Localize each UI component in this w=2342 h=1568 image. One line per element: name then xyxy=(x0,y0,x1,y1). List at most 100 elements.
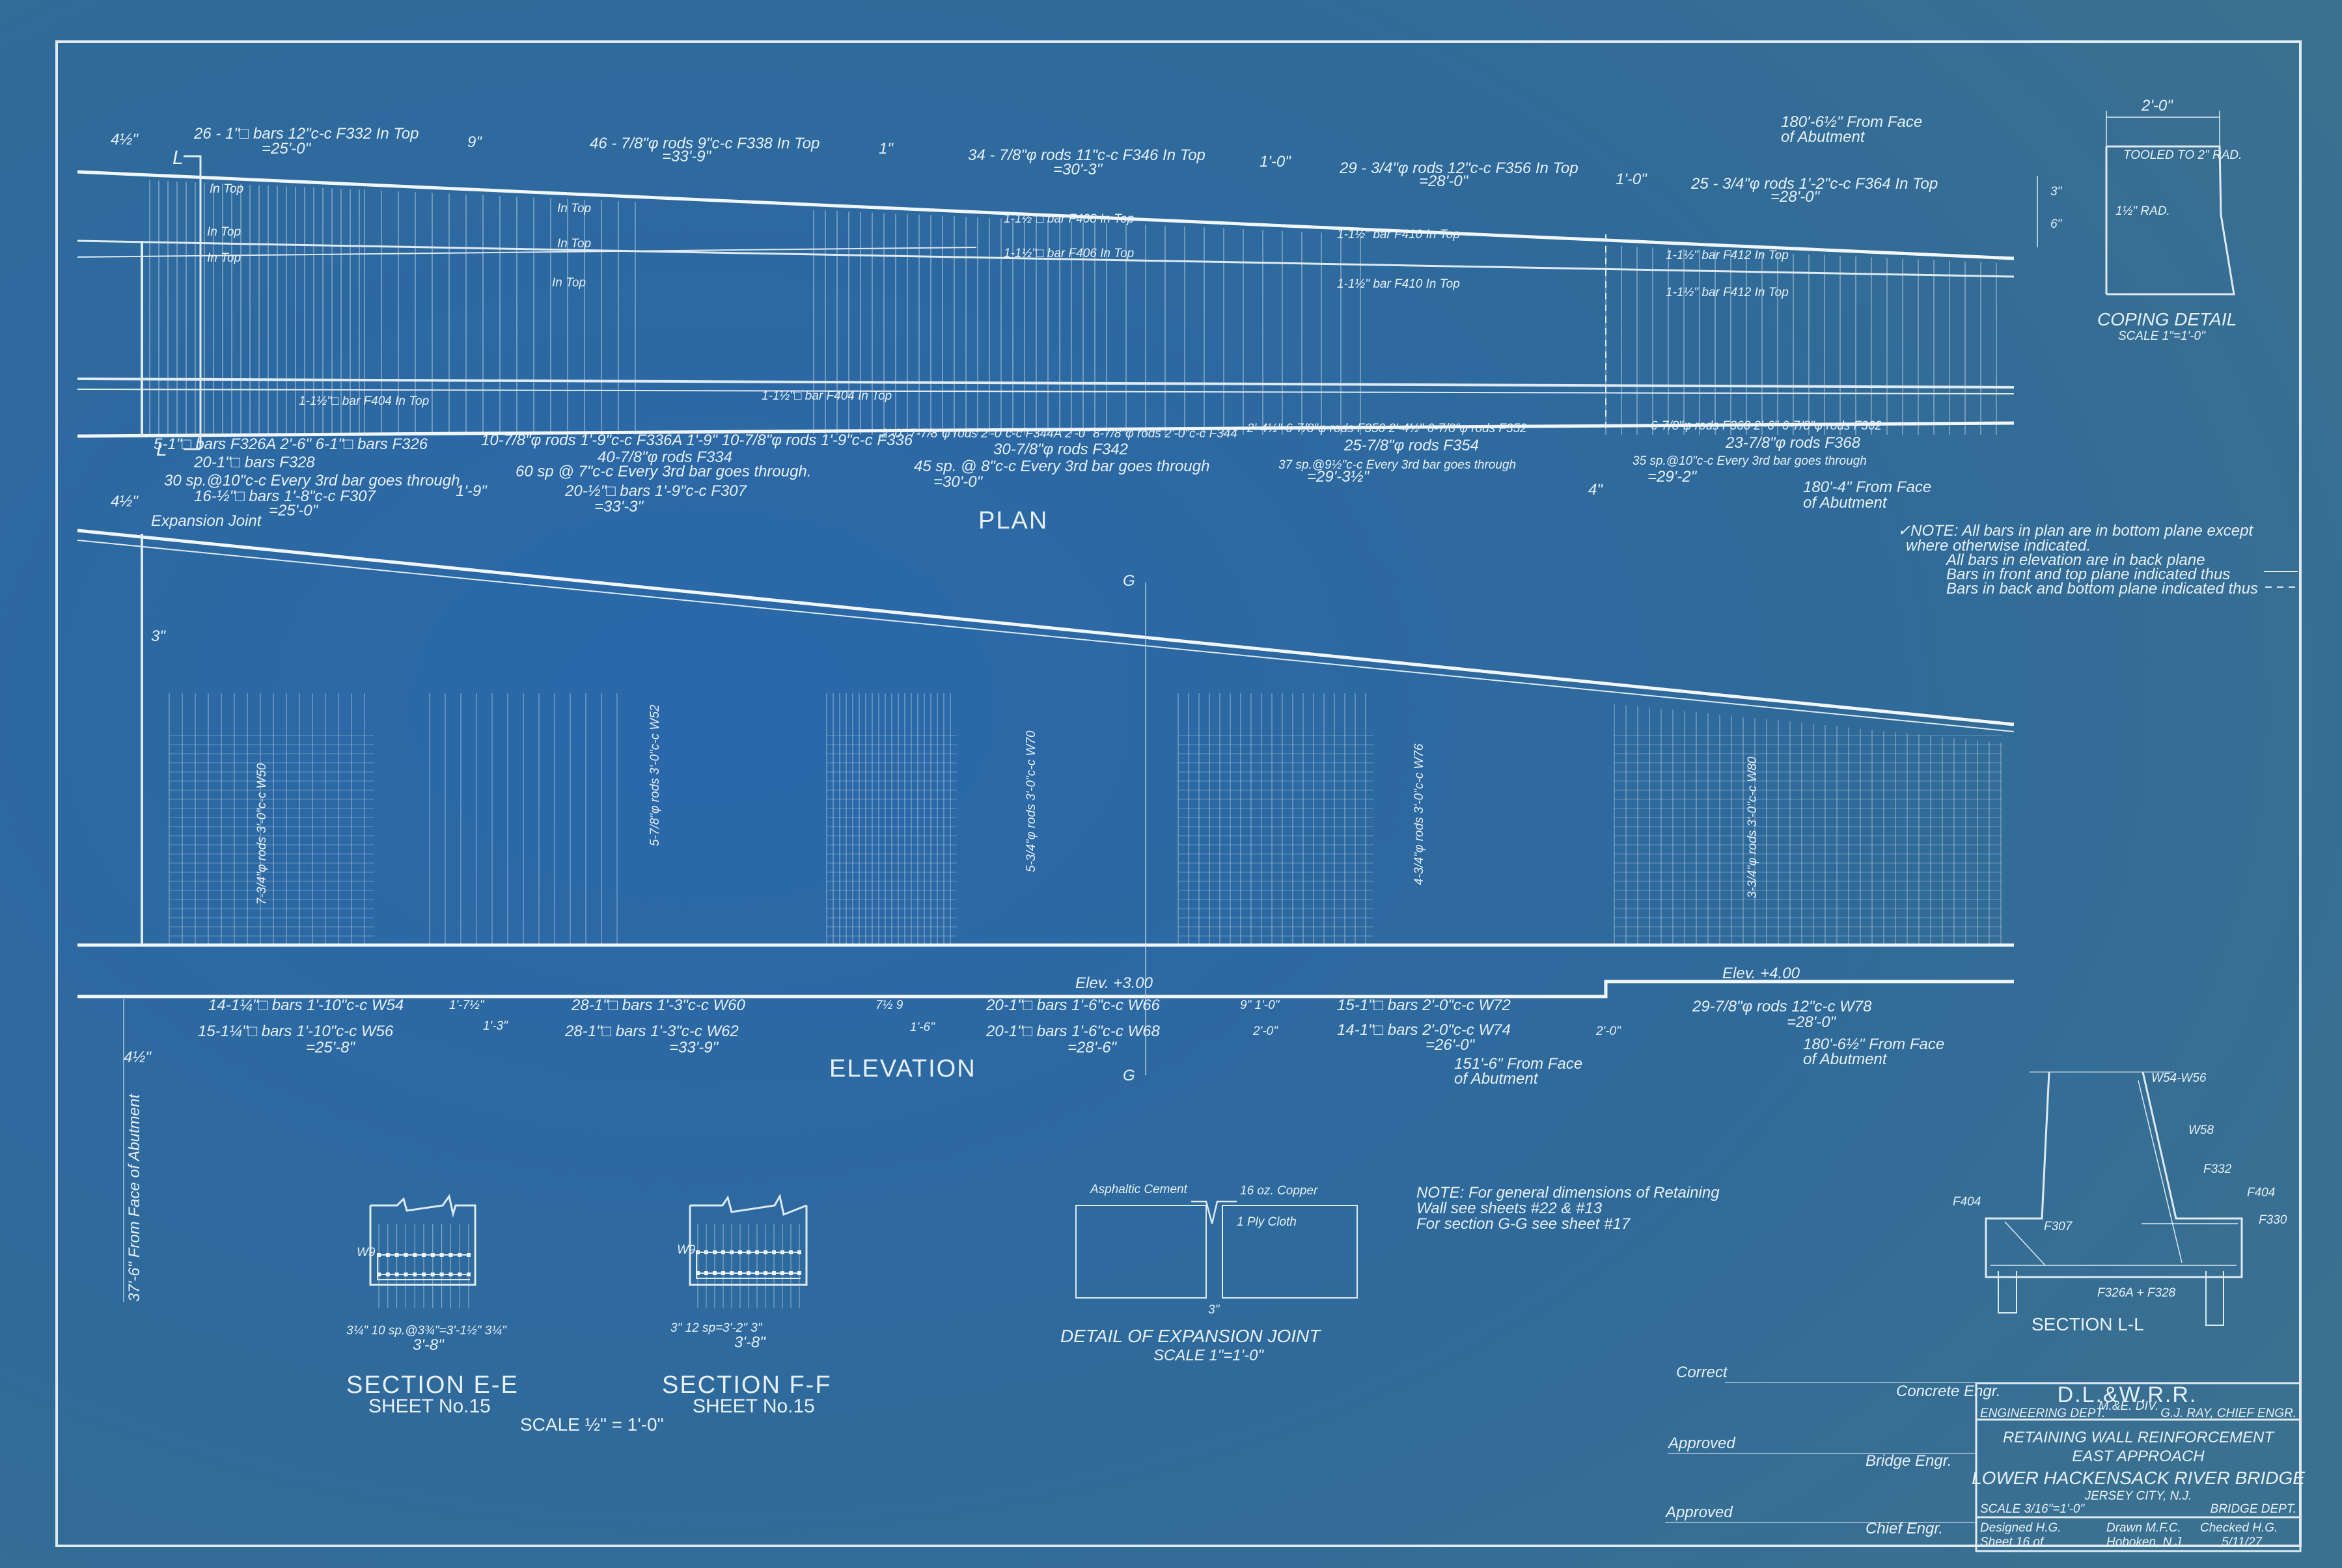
elevation-marker: Elev. +4.00 xyxy=(1722,965,1800,982)
dim-text: =28'-0" xyxy=(1787,1013,1837,1031)
city: Hoboken, N.J. xyxy=(2106,1535,2184,1549)
dim-text: 15-1"□ bars 2'-0"c-c W72 xyxy=(1337,997,1511,1014)
dim-text: =29'-3½" xyxy=(1307,468,1370,486)
note-line: ✓NOTE: All bars in plan are in bottom pl… xyxy=(1897,522,2253,540)
plan-footing-edge xyxy=(77,421,2015,438)
rebar-dot xyxy=(377,1272,381,1276)
elevation-footing-bottom xyxy=(77,980,2014,998)
rebar-dot xyxy=(430,1272,435,1276)
plan-wall-top-edge xyxy=(77,170,2015,260)
dim-text: =30'-0" xyxy=(933,473,984,491)
dim-text: =29'-2" xyxy=(1647,468,1698,486)
rebar-dot xyxy=(789,1271,793,1275)
wall-section-outline xyxy=(1985,1071,2243,1278)
rebar-dot xyxy=(738,1250,742,1254)
rebar-dot xyxy=(385,1272,390,1276)
dim-text: 28-1"□ bars 1'-3"c-c W60 xyxy=(571,997,746,1014)
ll-label: F404 xyxy=(1953,1195,1981,1209)
rebar-dot xyxy=(713,1250,717,1254)
dim-text: 180'-4" From Face xyxy=(1803,478,1931,496)
expansion-joint-label: Expansion Joint xyxy=(151,512,262,530)
rebar-dot xyxy=(458,1253,462,1257)
concrete-engr-label: Concrete Engr. xyxy=(1896,1382,2001,1400)
dim-text: 3" xyxy=(151,627,166,645)
dim-text: 34 - 7/8"φ rods 11"c-c F346 In Top xyxy=(968,146,1205,164)
dim-text: 60 sp @ 7"c-c Every 3rd bar goes through… xyxy=(516,463,811,480)
rebar-dot xyxy=(439,1272,444,1276)
copper-label: 16 oz. Copper xyxy=(1240,1184,1318,1198)
sheet-border xyxy=(55,40,2302,1547)
dim-text: 28-1"□ bars 1'-3"c-c W62 xyxy=(564,1023,739,1040)
vertical-bar-note: 7-3/4"φ rods 3'-0"c-c W50 xyxy=(255,763,269,905)
rebar-dot xyxy=(797,1250,801,1254)
dim-text: 25 - 3/4"φ rods 1'-2"c-c F364 In Top xyxy=(1690,175,1938,193)
rebar-dot xyxy=(721,1271,725,1275)
dim-text: =28'-0" xyxy=(1770,188,1821,206)
bar-note: 1-1½"□ bar F404 In Top xyxy=(299,394,429,408)
section-sheet: SHEET No.15 xyxy=(693,1396,815,1417)
coping-dim: 3" xyxy=(2050,185,2063,199)
rebar-dot xyxy=(755,1271,759,1275)
ll-label: F332 xyxy=(2203,1162,2232,1176)
section-g-mark: G xyxy=(1123,572,1135,590)
dim-text: 20-1"□ bars 1'-6"c-c W68 xyxy=(985,1023,1161,1040)
bar-mark: W9 xyxy=(677,1243,696,1257)
railroad-name: D.L.&W.R.R. xyxy=(2058,1382,2197,1407)
rebar-dot xyxy=(764,1250,767,1254)
dim-text: 46 - 7/8"φ rods 9"c-c F338 In Top xyxy=(590,135,820,152)
section-width: 3'-8" xyxy=(413,1336,445,1354)
rebar-dot xyxy=(467,1253,471,1257)
drawing-subtitle: EAST APPROACH xyxy=(2072,1448,2205,1465)
bridge-engr-label: Bridge Engr. xyxy=(1866,1452,1952,1470)
dim-text: =25'-0" xyxy=(262,140,312,158)
dim-text: of Abutment xyxy=(1454,1070,1539,1088)
joint-copper xyxy=(1191,1200,1237,1224)
dim-text: =30'-3" xyxy=(1053,161,1103,178)
rebar-dot xyxy=(772,1271,776,1275)
elevation-marker: Elev. +3.00 xyxy=(1075,974,1153,992)
section-bars xyxy=(696,1224,801,1308)
rebar-dot xyxy=(713,1271,717,1275)
dim-text: 6-7/8"φ rods F360 2'-6" 6-7/8"φ rods F36… xyxy=(1651,419,1882,433)
bridge-name: LOWER HACKENSACK RIVER BRIDGE xyxy=(1972,1468,2305,1488)
chief-engineer: G.J. RAY, CHIEF ENGR. xyxy=(2160,1407,2296,1420)
rebar-dot xyxy=(747,1250,751,1254)
rebar-dot xyxy=(696,1271,700,1275)
general-note-line: Wall see sheets #22 & #13 xyxy=(1416,1200,1603,1217)
date: 5/11/27 xyxy=(2222,1535,2263,1549)
bar-note: 1-1½"□ bar F408 In Top xyxy=(1004,212,1134,226)
in-top-label: In Top xyxy=(557,202,591,215)
rebar-dot xyxy=(704,1271,708,1275)
note-line: where otherwise indicated. xyxy=(1906,537,2091,555)
gap-dim: 3" xyxy=(1208,1303,1220,1317)
rebar-dot xyxy=(439,1253,444,1257)
ll-label: F326A + F328 xyxy=(2097,1286,2176,1300)
dim-text: =28'-6" xyxy=(1068,1039,1118,1056)
rebar-dot xyxy=(430,1253,435,1257)
dim-text: 30-7/8"φ rods F342 xyxy=(993,441,1128,458)
section-dims: 3¼" 10 sp.@3¾"=3'-1½" 3¼" xyxy=(346,1324,507,1338)
dim-text: 1" xyxy=(879,140,894,158)
in-top-label: In Top xyxy=(207,251,241,265)
bridge-dept: BRIDGE DEPT. xyxy=(2211,1502,2296,1516)
coping-width-dim: 2'-0" xyxy=(2141,97,2173,115)
ll-label: F404 xyxy=(2247,1186,2275,1200)
dim-text: 180'-6½" From Face xyxy=(1781,113,1922,131)
note-line: Bars in front and top plane indicated th… xyxy=(1946,566,2230,583)
plan-top-bar-line-2 xyxy=(77,247,977,258)
section-f-f: W9 3" 12 sp=3'-2" 3" 3'-8" SECTION F-F S… xyxy=(662,1193,831,1417)
rebar-dot xyxy=(404,1272,408,1276)
section-g-mark: G xyxy=(1123,1067,1135,1084)
pile-left xyxy=(1998,1271,2017,1314)
dim-text: 180'-6½" From Face xyxy=(1803,1036,1944,1053)
general-note: NOTE: For general dimensions of Retainin… xyxy=(1416,1184,1720,1233)
dim-text: 1'-0" xyxy=(1260,153,1291,171)
dim-text: 1'-0" xyxy=(1616,171,1647,188)
title-block-frame xyxy=(1975,1382,2302,1552)
dim-text: 2'-0" 7-7/8"φ rods 2'-0"c-c F344A 2'-0" … xyxy=(881,427,1237,441)
rebar-dot xyxy=(413,1272,417,1276)
detail-title: DETAIL OF EXPANSION JOINT xyxy=(1060,1326,1321,1346)
section-dims: 3" 12 sp=3'-2" 3" xyxy=(670,1321,763,1335)
rebar-dot xyxy=(422,1272,426,1276)
dim-text: =28'-0" xyxy=(1419,172,1469,190)
